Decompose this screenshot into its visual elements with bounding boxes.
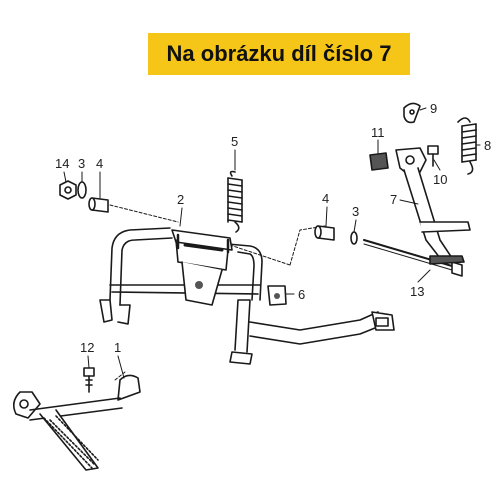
callout-13: 13 — [410, 284, 424, 299]
main-stand-frame — [99, 227, 263, 365]
part-10-bolt — [427, 145, 439, 167]
callout-14: 14 — [55, 156, 69, 171]
callout-9: 9 — [430, 101, 437, 116]
part-5-spring — [227, 170, 243, 233]
callout-2: 2 — [177, 192, 184, 207]
part-11-bumper — [369, 152, 389, 171]
part-4-bushing-right — [314, 225, 335, 241]
callout-3-left: 3 — [78, 156, 85, 171]
callout-leaders — [63, 107, 481, 379]
callout-1: 1 — [114, 340, 121, 355]
callout-5: 5 — [231, 134, 238, 149]
part-8-spring — [457, 117, 477, 175]
part-14-nut — [59, 180, 77, 200]
callout-10: 10 — [433, 172, 447, 187]
title-text: Na obrázku díl číslo 7 — [166, 41, 392, 66]
stand-lever-arm — [249, 311, 395, 345]
callout-labels: 14 3 4 2 5 4 3 6 7 8 9 10 11 13 12 1 — [55, 101, 491, 355]
part-7-side-stand — [395, 147, 471, 265]
callout-6: 6 — [298, 287, 305, 302]
part-4-bushing-left — [88, 197, 109, 213]
callout-3-right: 3 — [352, 204, 359, 219]
title-banner: Na obrázku díl číslo 7 — [148, 33, 410, 75]
callout-4-right: 4 — [322, 191, 329, 206]
part-6-clip — [267, 285, 287, 306]
callout-12: 12 — [80, 340, 94, 355]
part-1-pedal — [12, 374, 141, 471]
callout-8: 8 — [484, 138, 491, 153]
part-3-washer-right — [350, 231, 358, 245]
callout-11: 11 — [371, 125, 385, 140]
part-9-bracket — [403, 102, 421, 124]
callout-4-left: 4 — [96, 156, 103, 171]
callout-7: 7 — [390, 192, 397, 207]
part-12-bolt — [83, 367, 95, 393]
part-3-washer-left — [77, 181, 87, 199]
